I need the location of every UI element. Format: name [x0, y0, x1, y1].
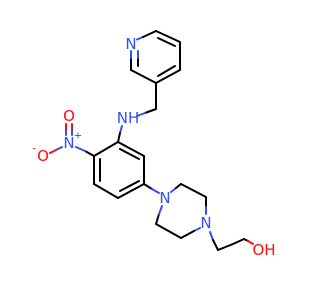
bond — [157, 37, 176, 47]
bond — [180, 230, 195, 239]
bond — [119, 180, 140, 192]
bond — [247, 240, 254, 245]
aryl-piperazine-bond — [143, 183, 160, 194]
amine-nh-label: NH — [117, 109, 140, 127]
pyridine-ring — [130, 30, 181, 84]
bond — [49, 149, 57, 154]
hydroxyl-label: OH — [252, 241, 275, 259]
nitro-oxygen-minus-label: O — [37, 147, 49, 165]
piperazine-n1-label: N — [159, 189, 170, 207]
bond — [217, 243, 234, 251]
piperazine-n4-label: N — [200, 214, 211, 232]
nitro-oxygen-charge: - — [32, 144, 36, 155]
pyridine-nitrogen-label: N — [125, 35, 136, 53]
hydroxyethyl-chain — [209, 231, 254, 251]
bond — [143, 183, 153, 190]
bond — [119, 148, 140, 160]
bond — [55, 146, 63, 151]
bond — [93, 183, 119, 199]
bond — [93, 141, 119, 157]
structure-diagram: N NH N + O - O N N OH — [32, 30, 276, 259]
bond — [155, 213, 160, 225]
bond — [151, 188, 160, 194]
nitro-group — [49, 123, 95, 157]
bond — [157, 65, 176, 77]
bond — [130, 69, 157, 84]
bond — [119, 125, 123, 134]
bond — [180, 183, 207, 198]
bond — [212, 239, 219, 251]
bond — [155, 30, 181, 43]
bond — [142, 30, 157, 38]
bond — [75, 146, 86, 152]
bond — [193, 227, 201, 232]
bond — [170, 187, 177, 193]
bond — [232, 238, 245, 245]
bond — [155, 69, 181, 84]
bond — [209, 231, 214, 241]
molecule-canvas: N NH N + O - O N N OH — [32, 30, 276, 259]
bond — [84, 150, 95, 157]
bond — [144, 108, 157, 114]
bond — [136, 36, 144, 41]
piperazine-ring — [155, 183, 207, 239]
nitro-nitrogen-charge: + — [74, 131, 82, 142]
bond — [117, 141, 145, 157]
nitro-nitrogen-label: N — [63, 134, 74, 152]
bond — [155, 223, 182, 239]
nitro-oxygen-double-label: O — [63, 107, 75, 125]
bond — [175, 183, 182, 189]
bond — [117, 132, 121, 143]
bond — [136, 112, 146, 117]
benzene-ring — [93, 141, 145, 199]
bond — [117, 183, 145, 199]
amine-bond — [117, 125, 123, 143]
methylene-linker — [136, 82, 157, 117]
bond — [158, 205, 163, 215]
